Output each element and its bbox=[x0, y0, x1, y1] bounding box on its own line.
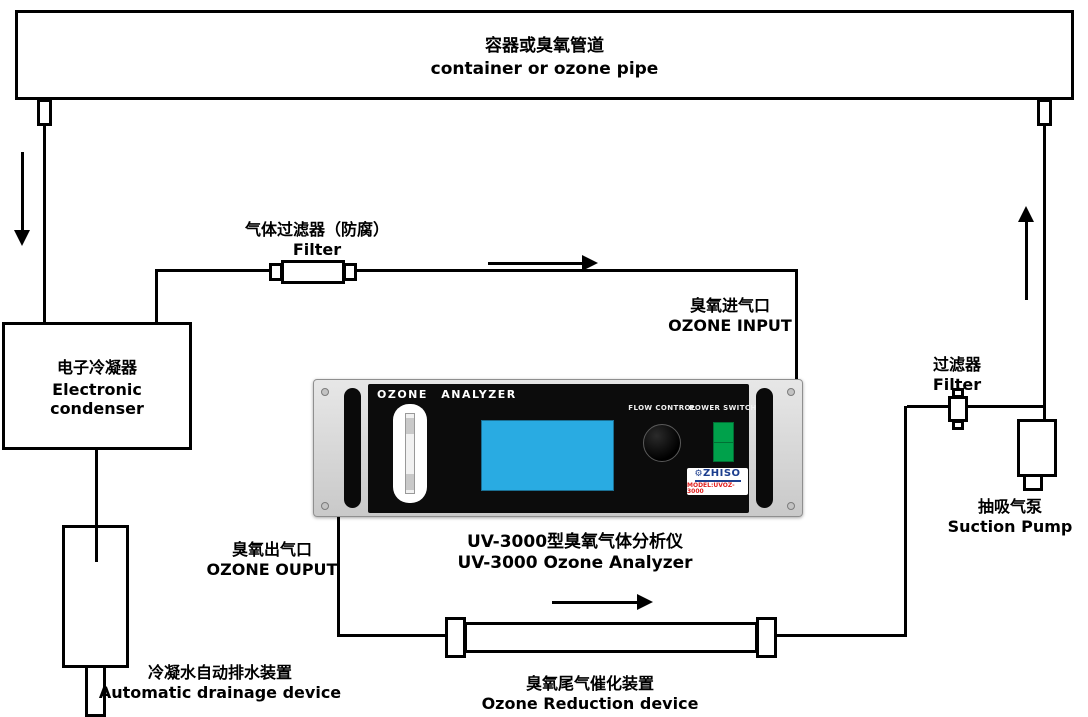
flow-arrow-right-bottom-icon bbox=[552, 594, 653, 611]
flow-arrow-up-icon bbox=[1018, 206, 1035, 300]
fuse-slot bbox=[405, 413, 415, 494]
tube-condenser-to-filter bbox=[155, 269, 275, 272]
tube-riser-to-filter bbox=[907, 405, 952, 408]
tube-input-drop bbox=[795, 269, 798, 381]
arrow-shaft bbox=[488, 262, 582, 265]
pipe-fitting-right bbox=[1037, 99, 1052, 126]
ozone-input-label: 臭氧进气口 OZONE INPUT bbox=[630, 296, 830, 336]
arrow-head bbox=[14, 230, 30, 246]
pipe-label-zh: 容器或臭氧管道 bbox=[485, 36, 604, 56]
ozone-output-label-en: OZONE OUPUT bbox=[206, 560, 338, 579]
drainage-label-zh: 冷凝水自动排水装置 bbox=[147, 663, 292, 682]
tube-pipe-to-condenser bbox=[43, 126, 46, 322]
analyzer-title: OZONE ANALYZER bbox=[377, 388, 517, 401]
flow-arrow-down-icon bbox=[14, 152, 31, 246]
condenser-label-en: Electronic condenser bbox=[50, 380, 144, 418]
tube-pump-to-pipe bbox=[1043, 126, 1046, 420]
ozone-input-label-zh: 臭氧进气口 bbox=[689, 296, 770, 315]
screw-icon bbox=[321, 502, 329, 510]
reduction-label-en: Ozone Reduction device bbox=[481, 694, 699, 713]
arrow-shaft bbox=[21, 152, 24, 232]
reduction-device-cap-right bbox=[756, 617, 777, 658]
reduction-label: 臭氧尾气催化装置 Ozone Reduction device bbox=[440, 674, 740, 714]
screw-icon bbox=[321, 388, 329, 396]
brand-rule bbox=[694, 479, 741, 482]
suction-pump-foot bbox=[1023, 474, 1043, 491]
arrow-head bbox=[582, 255, 598, 271]
screw-icon bbox=[787, 502, 795, 510]
reduction-device-cap-left bbox=[445, 617, 466, 658]
right-filter-label: 过滤器 Filter bbox=[882, 355, 1032, 395]
ozone-input-label-en: OZONE INPUT bbox=[668, 316, 792, 335]
electronic-condenser: 电子冷凝器 Electronic condenser bbox=[2, 322, 192, 450]
right-filter-body bbox=[948, 396, 968, 422]
condenser-label-zh: 电子冷凝器 bbox=[56, 358, 137, 377]
right-filter-label-en: Filter bbox=[932, 375, 982, 394]
tube-condenser-to-drainage bbox=[95, 450, 98, 562]
fuse-mark bbox=[406, 474, 414, 490]
tube-output-drop bbox=[337, 514, 340, 636]
power-switch bbox=[713, 422, 734, 462]
fuse-mark bbox=[406, 418, 414, 434]
pipe-label-en: container or ozone pipe bbox=[430, 59, 659, 79]
flow-control-label: FLOW CONTROL bbox=[628, 404, 696, 412]
ozone-output-label: 臭氧出气口 OZONE OUPUT bbox=[172, 540, 372, 580]
suction-pump-label-en: Suction Pump bbox=[947, 517, 1073, 536]
gas-filter-label-en: Filter bbox=[292, 240, 342, 259]
reduction-label-zh: 臭氧尾气催化装置 bbox=[525, 674, 654, 693]
rack-handle-right bbox=[756, 388, 773, 508]
gas-filter-label-zh: 气体过滤器（防腐） bbox=[244, 220, 389, 239]
ozone-output-label-zh: 臭氧出气口 bbox=[231, 540, 312, 559]
analyzer-front-face: OZONE ANALYZER FLOW CONTROL POWER SWITCH… bbox=[368, 384, 756, 513]
lcd-screen bbox=[481, 420, 614, 491]
fuse-holder bbox=[393, 404, 427, 503]
power-switch-label: POWER SWITCH bbox=[689, 404, 757, 412]
suction-pump-body bbox=[1017, 419, 1057, 477]
switch-divider bbox=[714, 442, 733, 443]
arrow-head bbox=[637, 594, 653, 610]
brand-text: ZHISO bbox=[703, 467, 741, 479]
suction-pump-label-zh: 抽吸气泵 bbox=[977, 497, 1042, 516]
gas-filter-body bbox=[281, 260, 345, 284]
container-or-ozone-pipe: 容器或臭氧管道 container or ozone pipe bbox=[15, 10, 1074, 100]
model-number: MODEL:UVOZ-3000 bbox=[687, 481, 735, 495]
drainage-label: 冷凝水自动排水装置 Automatic drainage device bbox=[95, 663, 345, 703]
gas-filter-label: 气体过滤器（防腐） Filter bbox=[217, 220, 417, 260]
rack-handle-left bbox=[344, 388, 361, 508]
arrow-head bbox=[1018, 206, 1034, 222]
brand-plate: ⚙ZHISO MODEL:UVOZ-3000 bbox=[687, 468, 748, 495]
brand-name: ⚙ZHISO bbox=[694, 467, 741, 479]
flow-arrow-right-top-icon bbox=[488, 255, 598, 272]
analyzer-caption: UV-3000型臭氧气体分析仪 UV-3000 Ozone Analyzer bbox=[375, 532, 775, 575]
tube-condenser-riser bbox=[155, 269, 158, 322]
analyzer-caption-en: UV-3000 Ozone Analyzer bbox=[457, 553, 693, 574]
arrow-shaft bbox=[552, 601, 637, 604]
tube-reduction-to-riser bbox=[774, 634, 907, 637]
gas-filter-fitting-right bbox=[343, 263, 357, 281]
suction-pump-label: 抽吸气泵 Suction Pump bbox=[935, 497, 1085, 537]
right-filter-label-zh: 过滤器 bbox=[932, 355, 981, 374]
reduction-device-body bbox=[464, 622, 758, 653]
analyzer-caption-zh: UV-3000型臭氧气体分析仪 bbox=[466, 532, 684, 552]
drainage-device-outlet bbox=[85, 665, 106, 717]
screw-icon bbox=[787, 388, 795, 396]
tube-right-riser bbox=[904, 406, 907, 637]
ozone-analyzer-device: OZONE ANALYZER FLOW CONTROL POWER SWITCH… bbox=[313, 379, 803, 517]
pipe-fitting-left bbox=[37, 99, 52, 126]
drainage-label-en: Automatic drainage device bbox=[98, 683, 342, 702]
zhiso-gear-icon: ⚙ bbox=[694, 468, 704, 479]
arrow-shaft bbox=[1025, 220, 1028, 300]
tube-filter-to-pump bbox=[966, 405, 1046, 408]
flow-control-knob bbox=[643, 424, 681, 462]
tube-filter-to-input bbox=[353, 269, 798, 272]
tube-output-to-reduction bbox=[337, 634, 449, 637]
